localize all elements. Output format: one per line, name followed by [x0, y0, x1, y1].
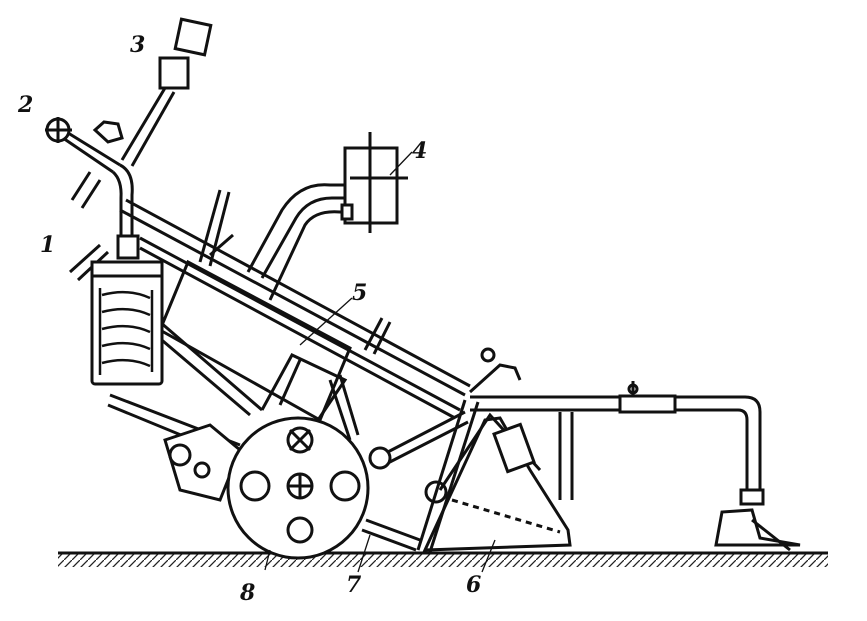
- rear-beam: [470, 381, 801, 552]
- label-6: 6: [466, 572, 481, 598]
- ground: [58, 551, 828, 567]
- label-1: 1: [40, 232, 55, 258]
- wheel-8: [226, 416, 370, 560]
- frame-rods: [198, 189, 392, 355]
- control-column: [45, 17, 213, 282]
- linkage-arms: [328, 374, 469, 552]
- hopper-5: [158, 259, 352, 423]
- label-3: 3: [130, 32, 145, 58]
- label-5: 5: [352, 280, 367, 306]
- leader-lines: [264, 151, 496, 573]
- label-2: 2: [17, 92, 33, 118]
- main-frame: [107, 198, 471, 458]
- opener-6: [416, 347, 572, 553]
- label-4: 4: [412, 138, 427, 164]
- pipe-to-dispenser: [246, 183, 350, 301]
- label-7: 7: [346, 572, 362, 598]
- part-labels: 1 2 3 4 5 6 7 8: [17, 32, 481, 606]
- louvered-box: [90, 260, 164, 386]
- label-8: 8: [239, 580, 255, 606]
- dispenser-unit-4: [340, 132, 408, 233]
